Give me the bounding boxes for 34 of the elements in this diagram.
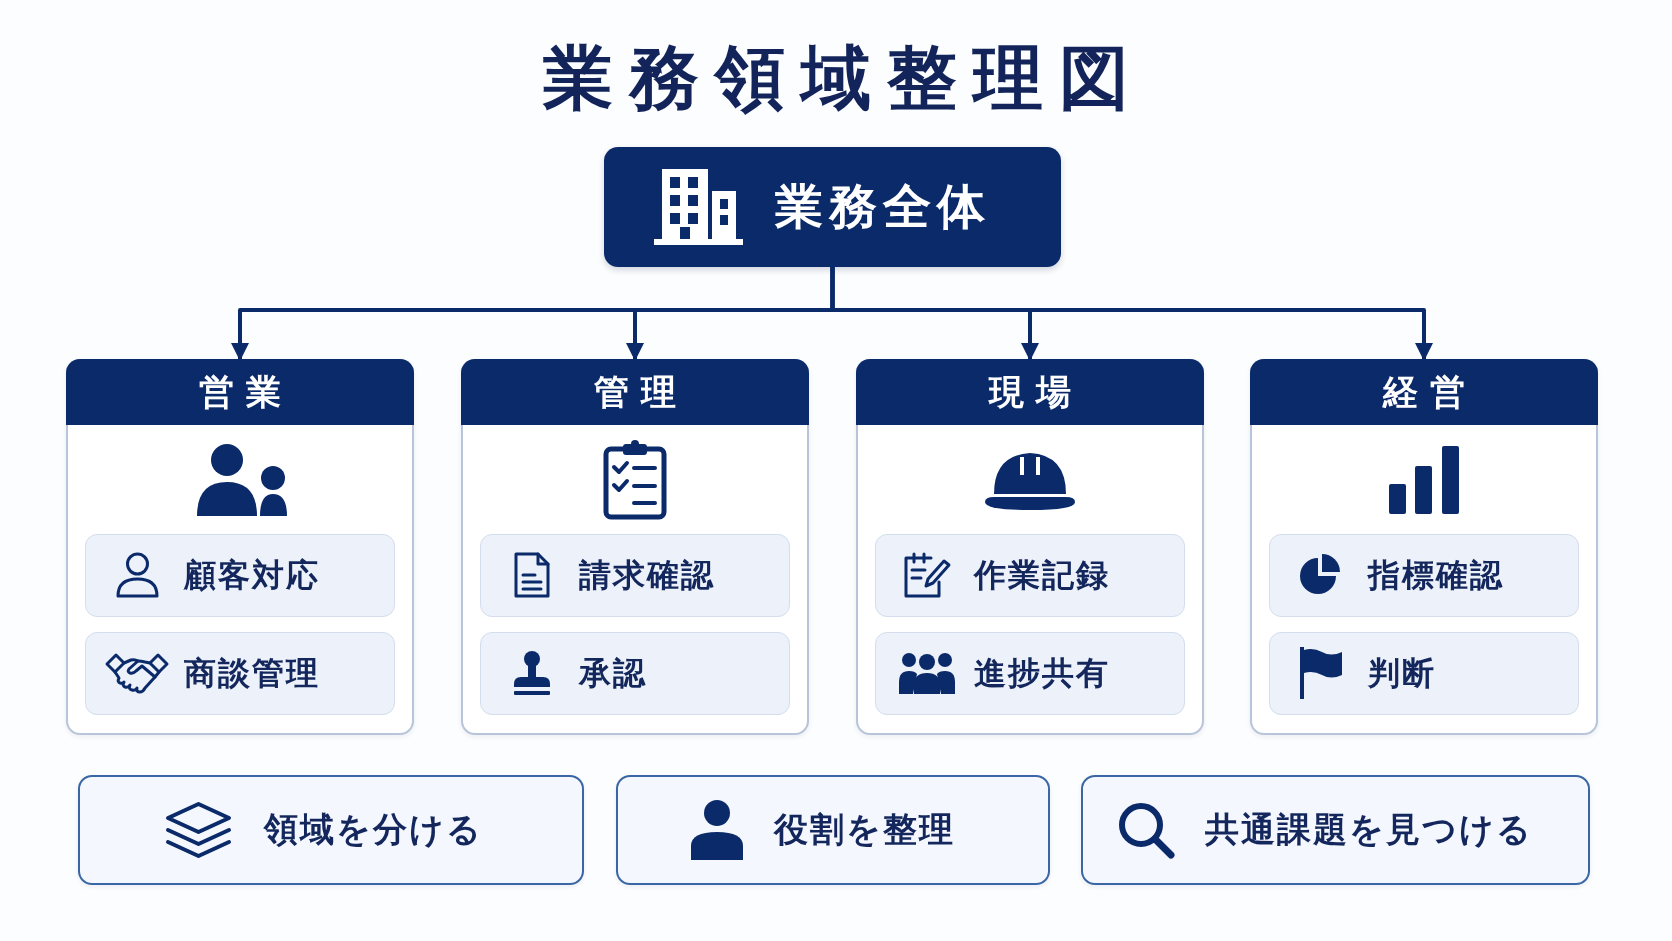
category-card: [461, 359, 809, 735]
item-box: [480, 632, 790, 715]
category-card: [66, 359, 414, 735]
card-header: 経営: [1250, 359, 1598, 425]
summary-label: 領域を分ける: [264, 810, 483, 850]
category-card: [1250, 359, 1598, 735]
item-box: [1269, 534, 1579, 617]
item-label: 指標確認: [1368, 556, 1504, 594]
card-header: 管理: [461, 359, 809, 425]
item-label: 承認: [579, 654, 647, 692]
summary-label: 共通課題を見つける: [1205, 810, 1533, 850]
card-header: 営業: [66, 359, 414, 425]
top-box: [604, 147, 1061, 267]
item-box: [875, 534, 1185, 617]
title: 業務領域整理図: [542, 40, 1145, 117]
item-box: [85, 632, 395, 715]
item-label: 商談管理: [184, 654, 320, 692]
item-box: [480, 534, 790, 617]
box-label: 業務全体: [775, 179, 991, 235]
item-label: 顧客対応: [184, 556, 320, 594]
summary-box: [78, 775, 584, 885]
item-box: [875, 632, 1185, 715]
summary-label: 役割を整理: [774, 810, 955, 850]
summary-box: [616, 775, 1050, 885]
item-label: 請求確認: [579, 556, 715, 594]
summary-box: [1081, 775, 1590, 885]
arrow: [830, 267, 1433, 361]
item-label: 進捗共有: [974, 654, 1110, 692]
item-label: 作業記録: [974, 556, 1110, 594]
item-box: [1269, 632, 1579, 715]
card-header: 現場: [856, 359, 1204, 425]
category-card: [856, 359, 1204, 735]
item-label: 判断: [1368, 654, 1436, 692]
item-box: [85, 534, 395, 617]
